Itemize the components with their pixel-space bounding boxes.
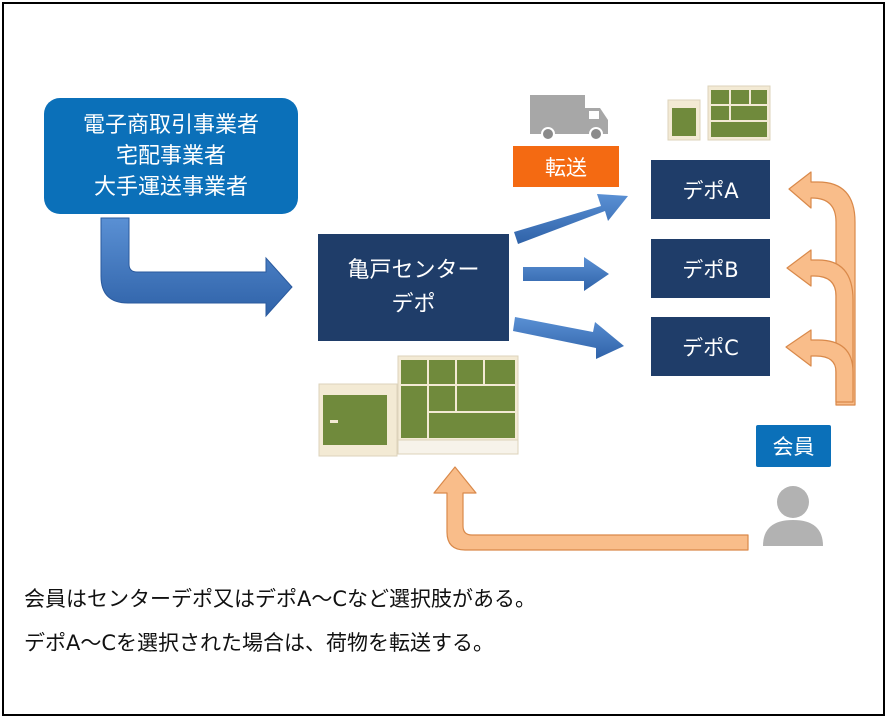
- member-label: 会員: [772, 435, 815, 459]
- center-depot-box: 亀戸センター デポ: [318, 234, 509, 341]
- locker-icon: [667, 85, 771, 141]
- depot-c-label: デポC: [682, 335, 739, 360]
- sender-box: 電子商取引事業者 宅配事業者 大手運送事業者: [44, 98, 298, 214]
- sender-line-3: 大手運送事業者: [93, 174, 248, 200]
- depot-c-box: デポC: [651, 317, 770, 376]
- depot-a-box: デポA: [651, 160, 770, 219]
- caption-line-2: デポA～Cを選択された場合は、荷物を転送する。: [24, 631, 495, 655]
- depot-b-box: デポB: [651, 239, 770, 298]
- arrow-to-depot-c: [513, 317, 624, 359]
- arrow-to-depot-b: [523, 257, 609, 291]
- arrow-to-depot-a: [514, 194, 628, 244]
- member-arrow-to-depot-c: [785, 329, 854, 403]
- sender-line-1: 電子商取引事業者: [82, 112, 259, 138]
- sender-line-2: 宅配事業者: [115, 143, 226, 169]
- depot-a-label: デポA: [682, 178, 739, 203]
- center-depot-line-1: 亀戸センター: [347, 257, 480, 283]
- locker-icon: [318, 355, 519, 457]
- member-badge: 会員: [756, 425, 831, 467]
- member-to-center-arrow: [433, 466, 749, 551]
- caption-line-1: 会員はセンターデポ又はデポA～Cなど選択肢がある。: [24, 587, 537, 611]
- center-depot-line-2: デポ: [391, 291, 436, 317]
- transfer-badge: 転送: [513, 146, 619, 187]
- truck-icon: [530, 95, 608, 141]
- person-icon: [763, 486, 823, 546]
- transfer-label: 転送: [545, 155, 587, 180]
- sender-to-center-arrow: [100, 217, 293, 318]
- depot-b-label: デポB: [682, 257, 739, 282]
